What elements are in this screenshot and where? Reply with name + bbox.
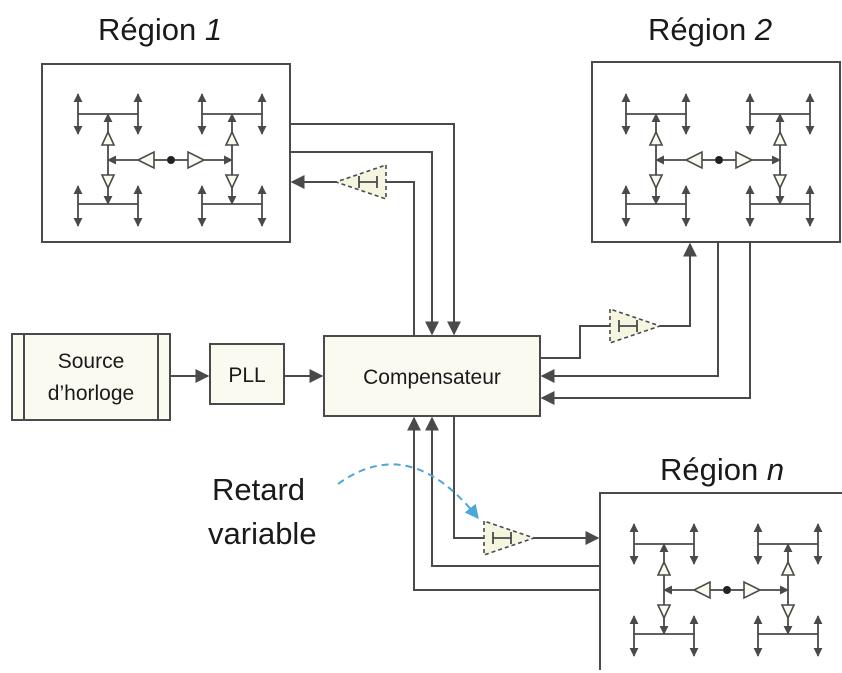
region-1-box xyxy=(41,63,291,243)
clock-source-line2: d’horloge xyxy=(48,382,134,405)
variable-delay-buffer-icon xyxy=(335,164,387,200)
wire-compensator-to-delay2 xyxy=(540,325,610,359)
variable-delay-buffer-icon xyxy=(483,520,535,556)
region-1-title: Région 1 xyxy=(98,12,222,47)
clock-source-block: Source d’horloge xyxy=(11,333,171,421)
annotation-line2: variable xyxy=(208,516,317,551)
wire-regionn-feedback-a xyxy=(425,416,600,567)
region-n-title: Région n xyxy=(660,452,784,487)
region-2-box xyxy=(591,61,841,243)
pll-box xyxy=(209,343,285,405)
region-n xyxy=(599,492,842,670)
wire-delay2-to-region2 xyxy=(660,242,697,327)
wire-regionn-feedback-b xyxy=(407,416,600,591)
region-2-title: Région 2 xyxy=(648,12,772,47)
wire-region2-feedback-b xyxy=(540,242,751,405)
compensator-block: Compensateur xyxy=(323,335,541,417)
pll-block: PLL xyxy=(209,343,285,405)
compensator-box xyxy=(323,335,541,417)
compensator-label: Compensateur xyxy=(363,366,501,389)
variable-delay-buffer-icon xyxy=(609,308,661,344)
wire-compensator-to-delay1 xyxy=(386,181,415,336)
wire-region1-feedback-a xyxy=(290,123,461,336)
region-2 xyxy=(591,61,841,243)
wire-region2-feedback-a xyxy=(540,242,719,383)
annotation-arrow xyxy=(337,463,479,520)
wire-region1-feedback-b xyxy=(290,151,439,336)
wire-compensator-to-delayn xyxy=(453,416,484,539)
pll-label: PLL xyxy=(228,364,265,387)
region-1 xyxy=(41,63,291,243)
clock-source-line1: Source xyxy=(58,350,125,373)
clock-source-box xyxy=(11,333,171,421)
annotation-line1: Retard xyxy=(212,472,305,507)
